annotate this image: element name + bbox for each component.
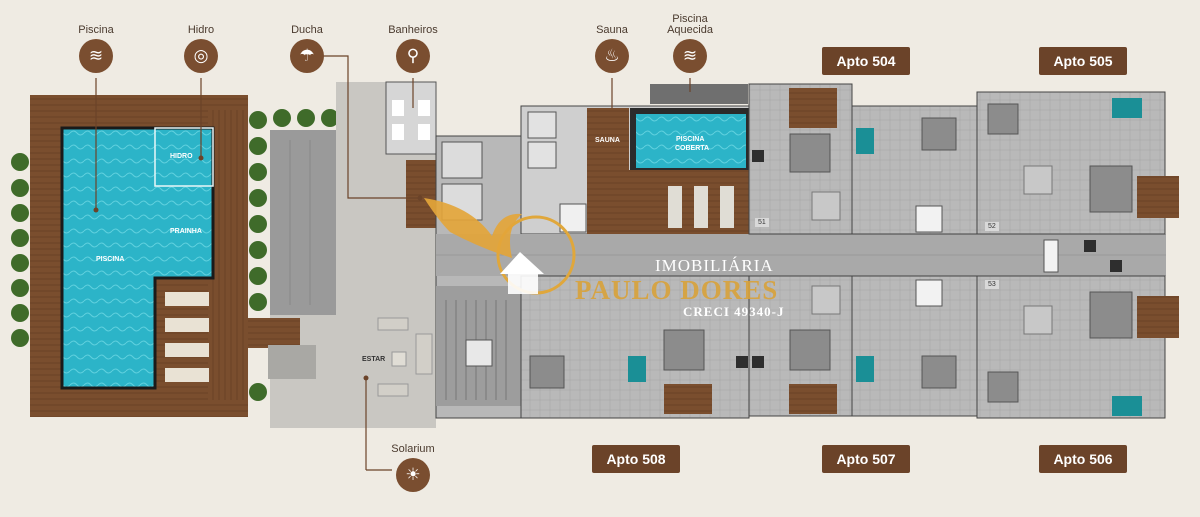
room-label-piscina: PISCINA: [96, 256, 125, 263]
unit-number-52: 52: [985, 222, 999, 231]
apartment-badge-505: Apto 505: [1039, 47, 1127, 75]
shower-icon: ☂: [290, 39, 324, 73]
room-label-sauna: SAUNA: [595, 137, 620, 144]
unit-number-51: 51: [755, 218, 769, 227]
amenity-label: Solarium: [391, 443, 435, 455]
amenity-solarium: Solarium ☀: [368, 443, 458, 492]
room-label-prainha: PRAINHA: [170, 228, 202, 235]
room-label-estar: ESTAR: [362, 356, 386, 363]
pool-icon: ≋: [79, 39, 113, 73]
amenity-sauna: Sauna ♨: [567, 24, 657, 73]
unit-number-53: 53: [985, 280, 999, 289]
amenity-ducha: Ducha ☂: [262, 24, 352, 73]
room-label-hidro: HIDRO: [170, 153, 193, 160]
watermark-line-2: PAULO DORES: [575, 275, 779, 305]
apartment-badge-507: Apto 507: [822, 445, 910, 473]
watermark-line-1: IMOBILIÁRIA: [655, 256, 774, 275]
amenity-sublabel: Aquecida: [667, 24, 713, 36]
hot-tub-icon: ◎: [184, 39, 218, 73]
heated-pool-icon: ≋: [673, 39, 707, 73]
amenity-piscina-aquecida: Piscina Aquecida ≋: [645, 13, 735, 73]
amenity-label: Banheiros: [388, 24, 438, 36]
room-label-coberta: COBERTA: [675, 145, 710, 152]
apartment-badge-504: Apto 504: [822, 47, 910, 75]
amenity-piscina: Piscina ≋: [51, 24, 141, 73]
sunbed-icon: ☀: [396, 458, 430, 492]
amenity-hidro: Hidro ◎: [156, 24, 246, 73]
apartment-badge-508: Apto 508: [592, 445, 680, 473]
sauna-icon: ♨: [595, 39, 629, 73]
watermark-logo-icon: [424, 198, 576, 295]
restroom-icon: ⚲: [396, 39, 430, 73]
apartment-badge-506: Apto 506: [1039, 445, 1127, 473]
watermark-line-3: CRECI 49340-J: [683, 304, 785, 319]
room-label-piscina-coberta: PISCINA: [676, 136, 705, 143]
amenity-label: Piscina: [78, 24, 114, 36]
amenity-label: Hidro: [187, 24, 215, 36]
amenity-label: Piscina: [672, 13, 708, 25]
amenity-label: Sauna: [596, 24, 628, 36]
amenity-label: Ducha: [291, 24, 323, 36]
amenity-banheiros: Banheiros ⚲: [368, 24, 458, 73]
